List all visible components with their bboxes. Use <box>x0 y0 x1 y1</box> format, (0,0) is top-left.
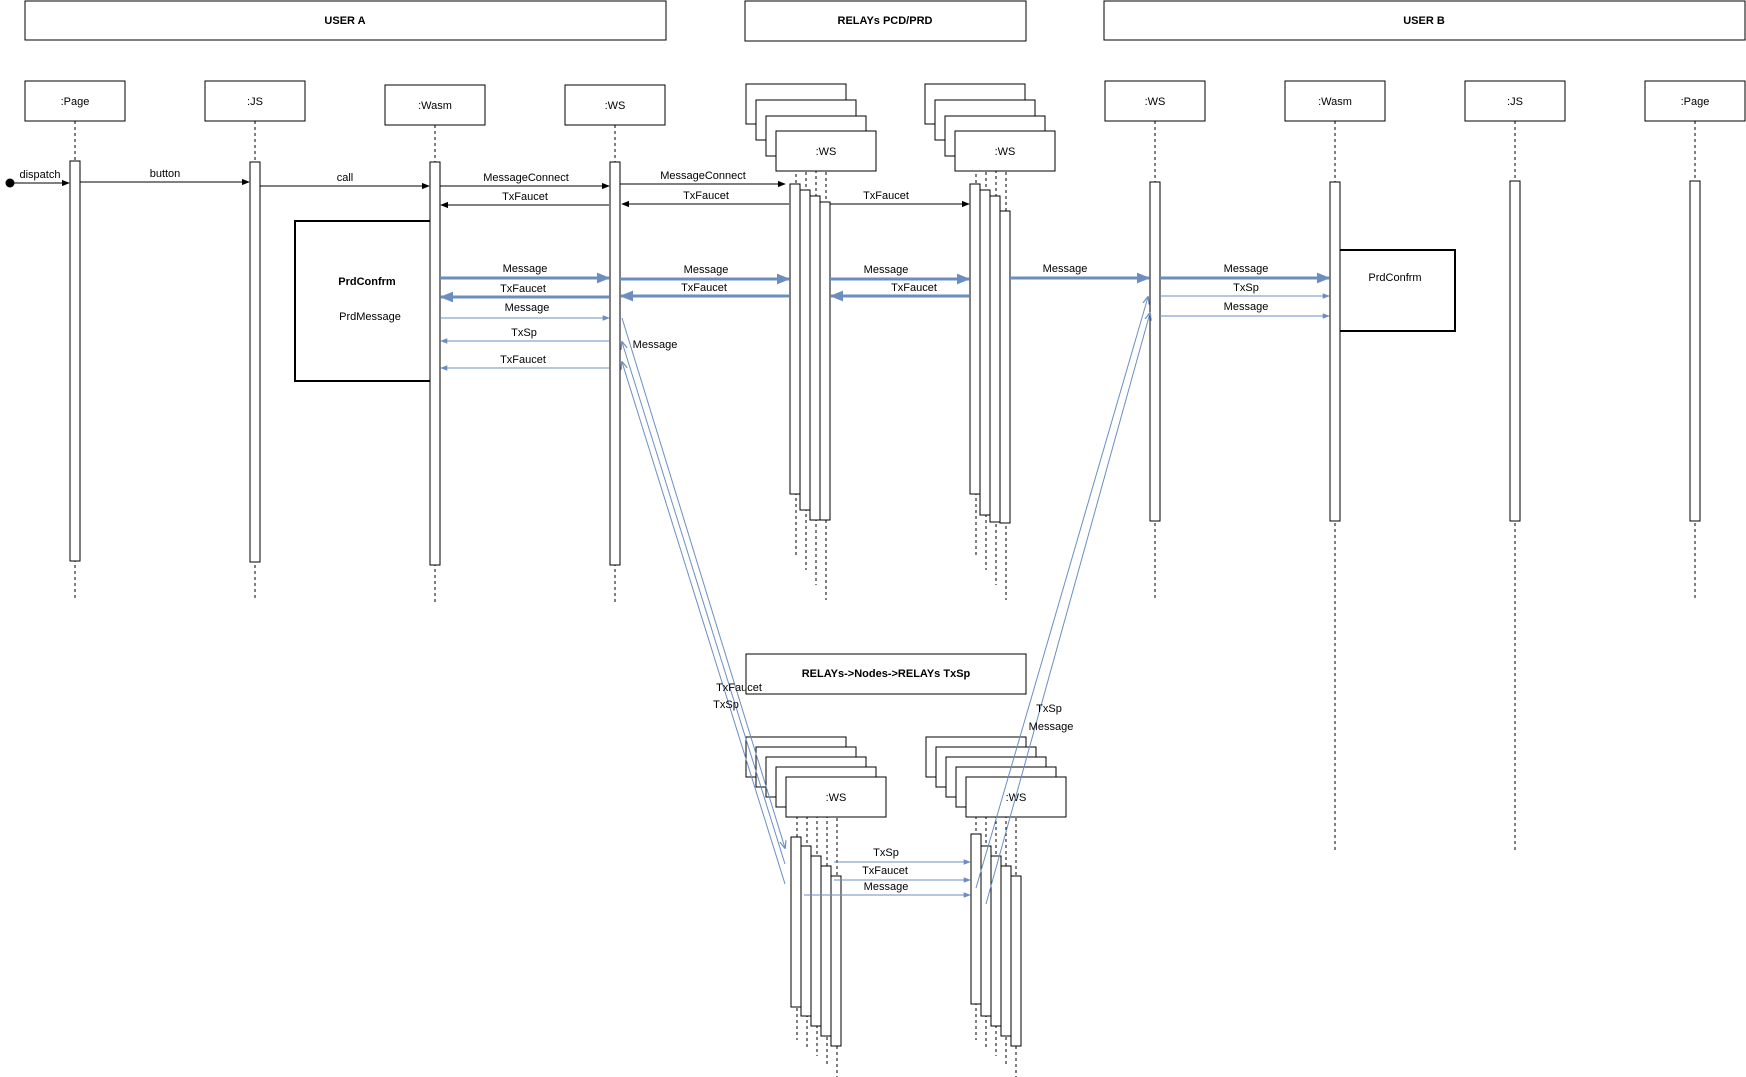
msg-txfaucet-8: TxFaucet <box>716 682 762 694</box>
group-label-user-b: USER B <box>1403 15 1445 27</box>
group-header-relays: RELAYs PCD/PRD <box>744 0 1027 42</box>
participant-relay-ws-a: :WS <box>816 146 837 158</box>
note-left: PrdConfrm PrdMessage <box>294 220 432 382</box>
msg-txsp-2: TxSp <box>1233 282 1259 294</box>
activation-bars <box>69 160 1701 1047</box>
msg-message-2: Message <box>684 264 729 276</box>
msg-txfaucet-5: TxFaucet <box>681 282 727 294</box>
msg-message-9: Message <box>1029 721 1074 733</box>
relay-ws-stack-b: :WS <box>924 83 1056 172</box>
participant-label: :JS <box>1507 96 1523 108</box>
msg-message-4: Message <box>1043 263 1088 275</box>
msg-txsp-3: TxSp <box>713 699 739 711</box>
black-messages: dispatch button call MessageConnect Mess… <box>5 168 970 209</box>
participant-page-a: :Page <box>24 80 126 122</box>
node-ws-stack-b: :WS <box>925 736 1067 818</box>
msg-txsp-5: TxSp <box>873 847 899 859</box>
msg-txfaucet-7: TxFaucet <box>500 354 546 366</box>
participant-ws-a: :WS <box>564 84 666 126</box>
msg-message-10: Message <box>864 881 909 893</box>
participant-label: :WS <box>605 100 626 112</box>
group-header-user-b: USER B <box>1103 0 1746 41</box>
msg-message-3: Message <box>864 264 909 276</box>
msg-call: call <box>337 172 354 184</box>
group-header-nodes: RELAYs->Nodes->RELAYs TxSp <box>745 653 1027 695</box>
note-left-title: PrdConfrm <box>338 276 396 288</box>
msg-txfaucet-2: TxFaucet <box>683 190 729 202</box>
group-header-user-a: USER A <box>24 0 667 41</box>
participant-ws-b: :WS <box>1104 80 1206 122</box>
participant-node-ws-a: :WS <box>826 792 847 804</box>
msg-txsp-4: TxSp <box>1036 703 1062 715</box>
msg-txfaucet-9: TxFaucet <box>862 865 908 877</box>
participant-page-b: :Page <box>1644 80 1746 122</box>
note-right-title: PrdConfrm <box>1368 272 1421 284</box>
participant-label: :Page <box>1681 96 1710 108</box>
note-right: PrdConfrm <box>1334 249 1456 332</box>
msg-message-5: Message <box>1224 263 1269 275</box>
msg-message-1: Message <box>503 263 548 275</box>
msg-txfaucet-6: TxFaucet <box>891 282 937 294</box>
msg-message-8: Message <box>633 339 678 351</box>
msg-message-7: Message <box>1224 301 1269 313</box>
group-label-relays: RELAYs PCD/PRD <box>838 15 933 27</box>
msg-txfaucet-4: TxFaucet <box>500 283 546 295</box>
participant-label: :JS <box>247 96 263 108</box>
msg-button: button <box>150 168 181 180</box>
thin-blue-messages: Message TxSp TxFaucet TxSp Message Messa… <box>440 282 1330 905</box>
participant-node-ws-b: :WS <box>1006 792 1027 804</box>
group-label-user-a: USER A <box>324 15 365 27</box>
participant-label: :WS <box>1145 96 1166 108</box>
thick-blue-messages: Message TxFaucet Message TxFaucet Messag… <box>439 263 1331 303</box>
node-ws-stack-a: :WS <box>745 736 887 818</box>
participant-label: :Wasm <box>418 100 452 112</box>
participant-js-b: :JS <box>1464 80 1566 122</box>
group-label-nodes: RELAYs->Nodes->RELAYs TxSp <box>802 668 971 680</box>
participant-wasm-b: :Wasm <box>1284 80 1386 122</box>
participant-label: :Page <box>61 96 90 108</box>
participant-label: :Wasm <box>1318 96 1352 108</box>
participant-js-a: :JS <box>204 80 306 122</box>
msg-message-connect-2: MessageConnect <box>660 170 746 182</box>
msg-txsp-1: TxSp <box>511 327 537 339</box>
participant-relay-ws-b: :WS <box>995 146 1016 158</box>
relay-ws-stack-a: :WS <box>745 83 877 172</box>
msg-txfaucet-3: TxFaucet <box>863 190 909 202</box>
msg-txfaucet-1: TxFaucet <box>502 191 548 203</box>
note-left-body: PrdMessage <box>339 311 401 323</box>
msg-dispatch: dispatch <box>20 169 61 181</box>
msg-message-connect-1: MessageConnect <box>483 172 569 184</box>
participant-wasm-a: :Wasm <box>384 84 486 126</box>
msg-message-6: Message <box>505 302 550 314</box>
